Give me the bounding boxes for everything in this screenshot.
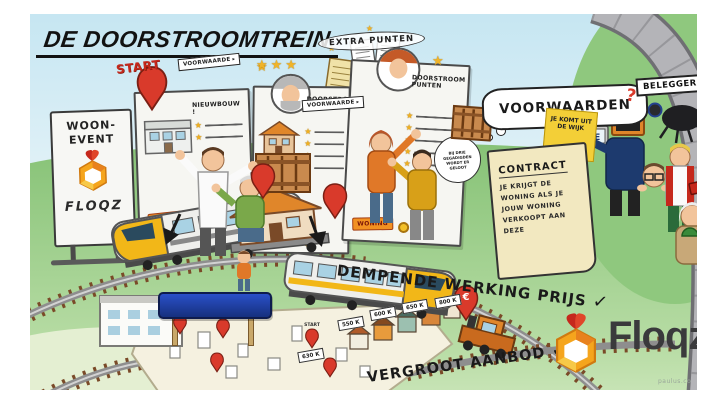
house-icon [258,120,301,155]
contract-title: CONTRACT [497,159,568,179]
score-line [314,143,345,146]
score-rows [304,124,345,176]
score-row [304,152,345,160]
score-line [314,167,345,170]
scene: DE DOORSTROOMTREIN WOON- EVENT FLOQZ FLO… [30,14,697,390]
star-icon [195,122,202,130]
woning-tag: WONING [259,231,301,248]
score-line [314,155,345,158]
coin-icon [397,221,410,234]
gold-stars-row: ★★★ [256,58,300,73]
railway-track-far-bottom [316,336,676,390]
coin-icon [191,212,204,225]
page-title: DE DOORSTROOMTREIN [42,26,333,52]
score-line [314,131,345,134]
woning-tag: WONING [147,209,190,228]
score-row [304,128,345,136]
star-icon [403,160,411,168]
score-line [415,127,456,132]
star-icon [304,140,311,148]
score-line [416,115,456,120]
score-line [204,123,243,127]
board-title: NIEUWBOUW ! [191,100,241,117]
star-icon [405,124,413,132]
coin-icon [303,236,315,248]
whiteboard-nieuwbouw: NIEUWBOUW ! WONING [133,88,255,236]
star-icon [304,164,311,172]
score-row [195,132,244,142]
floqz-logo-icon [556,313,596,373]
contract-body: JE KRIJGT DE WONING ALS JE JOUW WONING V… [499,179,567,236]
star-icon [404,148,412,156]
contract-paper: CONTRACT JE KRIJGT DE WONING ALS JE JOUW… [486,141,598,281]
score-rows [194,116,244,146]
banner-leg [115,243,121,260]
house-sketch-icon [143,119,193,155]
star-icon [195,134,202,142]
bubble-tail-dot [486,134,493,141]
banner-line2: EVENT [68,131,115,147]
star-icon [406,112,414,120]
woon-event-banner: WOON- EVENT FLOQZ [49,108,141,266]
score-row [304,140,345,148]
board-title: DOORSTROOM PUNTEN [411,74,466,90]
score-row [304,164,345,172]
banner-brand: FLOQZ [64,197,124,215]
station-sign [158,292,272,319]
banner-leg [70,244,76,261]
title-underline [36,55,338,58]
score-row [195,120,243,130]
floqz-logo-icon-small [78,149,107,191]
artist-signature: paulus.co [658,378,692,385]
score-row [406,112,456,123]
star-icon [304,152,311,160]
woning-tag: WONING [352,216,394,231]
banner-text: WOON- EVENT [52,118,131,148]
score-row [405,124,456,135]
whiteboard-doorstroompunten-1: DOORSTROOM PUNTEN WONING [251,73,360,255]
score-line [205,135,244,139]
star-icon [304,128,311,136]
check-icon: ✓ [591,290,611,314]
gold-star-icon [432,54,444,69]
star-icon [404,136,412,144]
floqz-wordmark: Floqz [608,314,697,358]
